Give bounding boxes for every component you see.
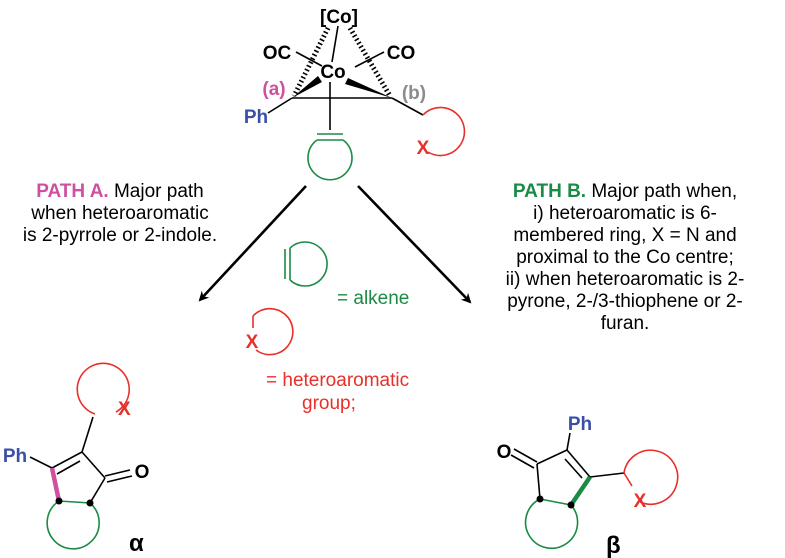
- path-b-text-1: Major path when,: [591, 181, 737, 202]
- carbonyl-right-label: CO: [387, 43, 416, 64]
- path-b-line-3: membered ring, X = N and: [513, 225, 736, 246]
- beta-oxygen-label: O: [497, 442, 512, 463]
- ph-bond: [267, 97, 293, 114]
- legend-x-label: X: [246, 332, 259, 353]
- path-a-line-3: is 2-pyrrole or 2-indole.: [23, 225, 217, 246]
- legend-heteroaromatic-icon: [252, 307, 294, 356]
- site-a-label: (a): [262, 79, 285, 100]
- hetero-bond: [391, 97, 424, 116]
- cobalt-complex: [267, 25, 424, 130]
- legend-alkene-icon: [284, 241, 328, 287]
- path-b-line-1: PATH B. Major path when,: [513, 181, 737, 202]
- legend-group-label: group;: [302, 393, 356, 414]
- product-beta: [510, 432, 679, 550]
- phenyl-label: Ph: [244, 107, 268, 128]
- hashed-bond-left: [291, 26, 331, 98]
- arrow-path-a: [198, 185, 307, 302]
- heteroatom-x-label: X: [417, 138, 430, 159]
- path-a-line-1: PATH A. Major path: [36, 181, 204, 202]
- co-bond-right: [354, 51, 385, 68]
- arrow-path-b: [357, 185, 472, 304]
- beta-phenyl-label: Ph: [568, 414, 592, 435]
- path-b-line-4: proximal to the Co centre;: [516, 247, 734, 268]
- alpha-oxygen-label: O: [135, 462, 150, 483]
- carbonyl-left-label: OC: [263, 43, 292, 64]
- alpha-x-label: X: [118, 399, 131, 420]
- site-b-label: (b): [402, 83, 426, 104]
- alkene-ring-icon: [307, 133, 353, 181]
- product-alpha: [29, 362, 133, 550]
- co-co-bond: [331, 25, 339, 63]
- path-b-title: PATH B.: [513, 181, 586, 202]
- path-a-line-2: when heteroaromatic: [30, 203, 208, 224]
- path-b-line-6: pyrone, 2-/3-thiophene or 2-: [507, 291, 743, 312]
- path-b-line-7: furan.: [601, 313, 650, 334]
- wedge-bond-right: [345, 78, 392, 98]
- path-a-text-1: Major path: [114, 181, 204, 202]
- path-b-line-5: ii) when heteroaromatic is 2-: [506, 269, 745, 290]
- legend-heteroaromatic-label: = heteroaromatic: [266, 370, 409, 391]
- heteroaromatic-ring-icon: [422, 106, 466, 157]
- alpha-phenyl-label: Ph: [3, 446, 27, 467]
- co-center-label: Co: [320, 62, 345, 83]
- co-fragment-label: [Co]: [320, 7, 358, 28]
- legend-alkene-label: = alkene: [337, 288, 409, 309]
- hashed-bond-right: [347, 26, 393, 98]
- beta-label: β: [606, 532, 621, 558]
- alpha-label: α: [129, 530, 144, 557]
- wedge-bond-left: [292, 76, 322, 98]
- path-a-title: PATH A.: [36, 181, 108, 202]
- beta-x-label: X: [634, 491, 647, 512]
- oc-bond-left: [295, 51, 323, 67]
- path-b-line-2: i) heteroaromatic is 6-: [533, 203, 717, 224]
